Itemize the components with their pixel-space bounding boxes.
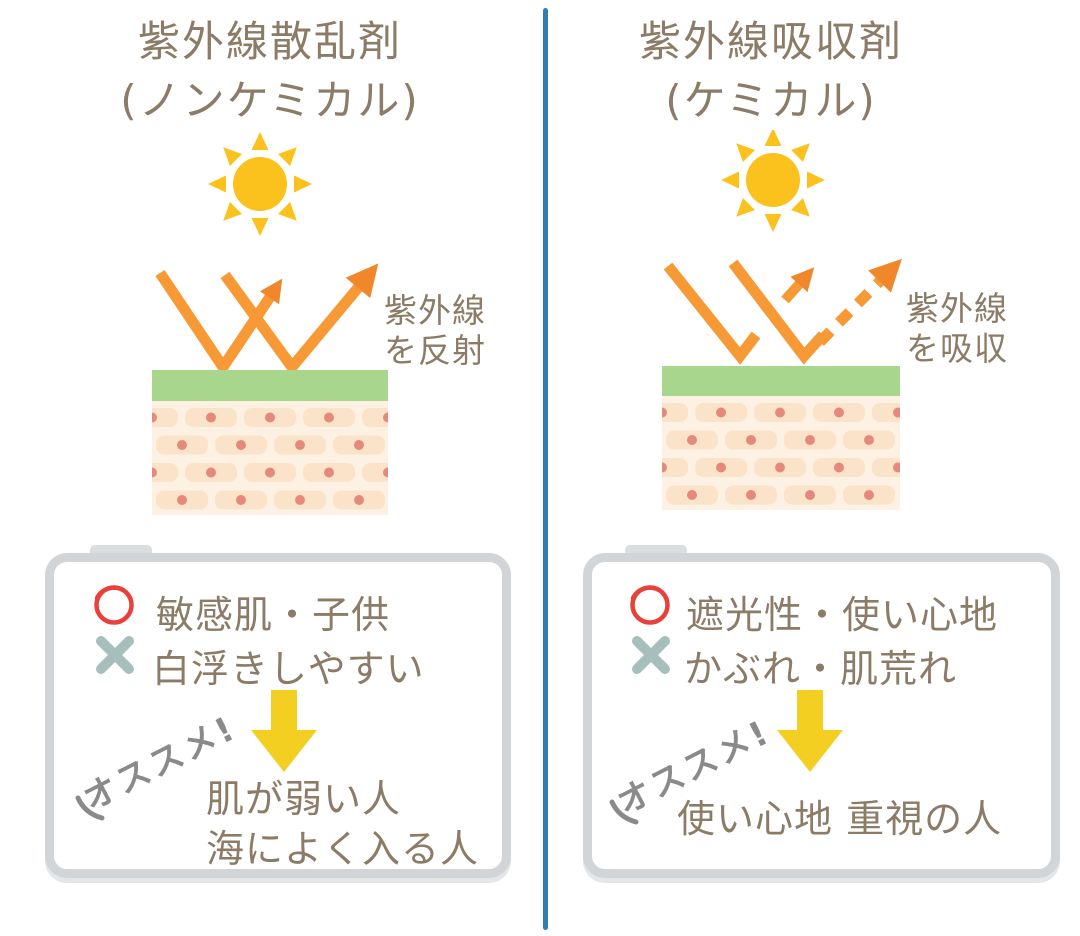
recommend-lines: 使い心地 重視の人 xyxy=(677,794,1002,844)
absorbed-uv-ray-2 xyxy=(728,259,828,365)
weak-reflected-ray-dashed xyxy=(816,258,902,346)
sunscreen-layer xyxy=(662,366,900,396)
panel-title-absorbing: 紫外線吸収剤 (ケミカル) xyxy=(546,12,996,130)
panel-title-line1: 紫外線吸収剤 xyxy=(638,17,903,66)
panel-title-line2: (ケミカル) xyxy=(665,76,877,125)
skin-cells xyxy=(662,403,900,505)
sunscreen-layer xyxy=(152,370,388,401)
good-circle-icon xyxy=(94,585,134,625)
handwritten-tick-icon xyxy=(75,795,105,821)
uv-action-label-line1: 紫外線 xyxy=(906,289,1008,328)
absorbed-uv-ray-1 xyxy=(663,262,761,365)
summary-box-scattering: 敏感肌・子供 白浮きしやすい オススメ! 肌が弱い人 海によく入る人 xyxy=(45,553,511,878)
uv-action-label-line1: 紫外線 xyxy=(384,291,486,330)
uv-action-label-line2: を反射 xyxy=(384,331,486,370)
down-arrow-icon xyxy=(251,690,317,772)
panel-title-scattering: 紫外線散乱剤 (ノンケミカル) xyxy=(0,12,540,130)
weak-reflected-ray xyxy=(781,267,815,304)
reflected-uv-ray-large xyxy=(220,263,379,376)
handwritten-tick-icon xyxy=(609,799,639,825)
recommend-line: 肌が弱い人 xyxy=(206,777,402,821)
uv-diagram-scattering: 紫外線 を反射 xyxy=(152,132,486,515)
bad-cross-icon xyxy=(96,636,134,674)
panel-title-line2: (ノンケミカル) xyxy=(120,76,420,125)
sun-icon xyxy=(208,132,312,236)
pro-text: 遮光性・使い心地 xyxy=(686,593,999,637)
bad-cross-icon xyxy=(632,636,670,674)
recommend-line: 使い心地 重視の人 xyxy=(677,797,1003,841)
uv-action-label-line2: を吸収 xyxy=(906,329,1008,368)
panel-divider xyxy=(543,8,548,930)
recommend-line: 海によく入る人 xyxy=(206,827,480,871)
con-text: 白浮きしやすい xyxy=(152,647,425,691)
skin-cells xyxy=(152,408,388,510)
recommend-lines: 肌が弱い人 海によく入る人 xyxy=(206,774,479,874)
panel-title-line1: 紫外線散乱剤 xyxy=(137,17,402,66)
uv-diagram-absorbing: 紫外線 を吸収 xyxy=(662,130,1008,510)
con-text: かぶれ・肌荒れ xyxy=(684,647,958,691)
down-arrow-icon xyxy=(777,690,843,772)
sun-icon xyxy=(721,130,825,232)
good-circle-icon xyxy=(630,585,670,625)
summary-box-absorbing: 遮光性・使い心地 かぶれ・肌荒れ オススメ! 使い心地 重視の人 xyxy=(583,553,1060,878)
pro-text: 敏感肌・子供 xyxy=(156,593,391,637)
